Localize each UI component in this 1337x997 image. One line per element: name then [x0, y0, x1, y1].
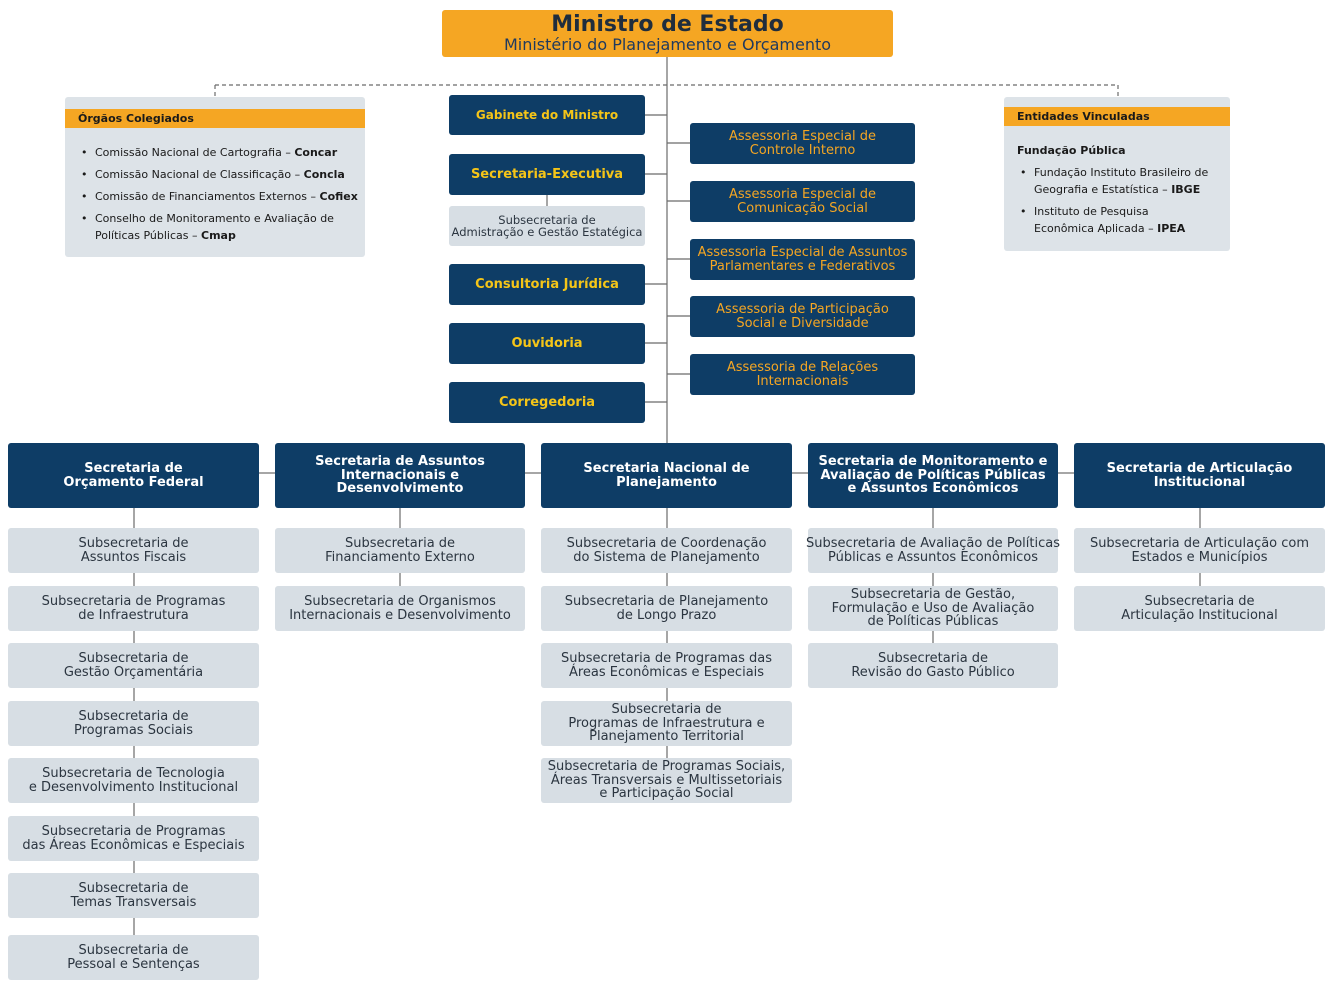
subsecretaria-box: Subsecretaria de Gestão,Formulação e Uso…	[808, 586, 1058, 631]
entidades-vinculadas-title: Entidades Vinculadas	[1004, 107, 1230, 126]
gabinete-box: Gabinete do Ministro	[449, 95, 645, 135]
minister-title: Ministro de Estado	[551, 12, 784, 38]
corregedoria-box: Corregedoria	[449, 382, 645, 423]
entidades-vinculadas-panel: Entidades Vinculadas Fundação Pública Fu…	[1004, 97, 1230, 251]
subsecretaria-box: Subsecretaria de Programas Sociais,Áreas…	[541, 758, 792, 803]
list-item: Comissão Nacional de Cartografia – Conca…	[77, 144, 362, 161]
fundacao-publica-label: Fundação Pública	[1017, 144, 1126, 157]
entidades-vinculadas-list: Fundação Instituto Brasileiro deGeografi…	[1016, 164, 1228, 242]
list-item: Fundação Instituto Brasileiro deGeografi…	[1016, 164, 1228, 198]
secretaria-executiva-box: Secretaria-Executiva	[449, 154, 645, 195]
orgaos-colegiados-list: Comissão Nacional de Cartografia – Conca…	[77, 144, 362, 249]
minister-box: Ministro de Estado Ministério do Planeja…	[442, 10, 893, 57]
list-item: Comissão de Financiamentos Externos – Co…	[77, 188, 362, 205]
list-item: Comissão Nacional de Classificação – Con…	[77, 166, 362, 183]
minister-subtitle: Ministério do Planejamento e Orçamento	[503, 35, 832, 55]
list-item: Conselho de Monitoramento e Avaliação de…	[77, 210, 362, 244]
consultoria-juridica-box: Consultoria Jurídica	[449, 264, 645, 305]
orgaos-colegiados-panel: Órgãos Colegiados Comissão Nacional de C…	[65, 97, 365, 257]
executiva-subsecretaria-box: Subsecretaria de Admistração e Gestão Es…	[449, 206, 645, 246]
orgaos-colegiados-title: Órgãos Colegiados	[65, 109, 365, 128]
ouvidoria-box: Ouvidoria	[449, 323, 645, 364]
